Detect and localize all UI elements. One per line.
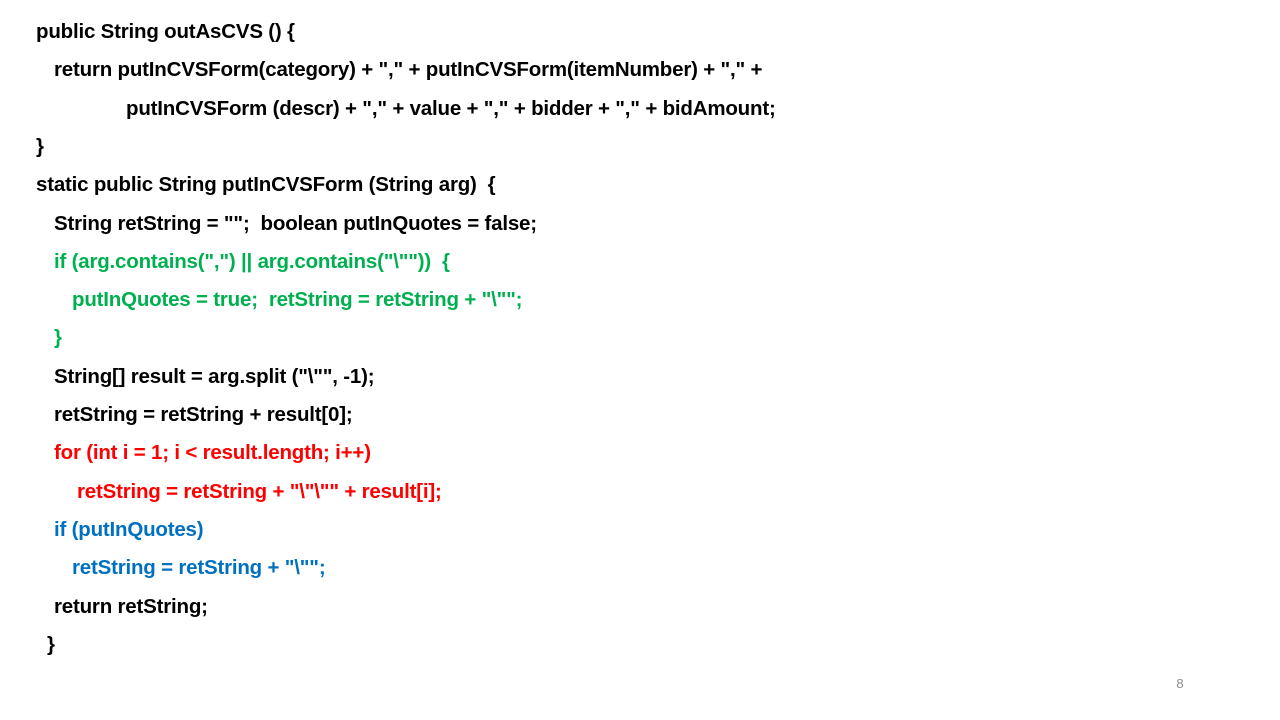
code-line: String[] result = arg.split ("\"", -1); xyxy=(54,364,375,388)
code-line: retString = retString + result[0]; xyxy=(54,403,353,426)
code-line: retString = retString + "\"\"" + result[… xyxy=(77,479,442,503)
code-line: if (putInQuotes) xyxy=(54,517,204,541)
code-line: for (int i = 1; i < result.length; i++) xyxy=(54,441,371,465)
code-line: public String outAsCVS () { xyxy=(36,20,295,43)
code-line: } xyxy=(47,632,55,656)
code-line: String retString = ""; boolean putInQuot… xyxy=(54,211,537,235)
code-line: } xyxy=(54,326,62,350)
code-line: } xyxy=(36,134,44,158)
page-number: 8 xyxy=(1176,676,1184,691)
code-line: return retString; xyxy=(54,594,208,618)
code-line: putInCVSForm (descr) + "," + value + ","… xyxy=(126,96,776,120)
code-line: static public String putInCVSForm (Strin… xyxy=(36,173,496,197)
code-line: return putInCVSForm(category) + "," + pu… xyxy=(54,58,763,82)
code-line: retString = retString + "\""; xyxy=(72,556,326,580)
code-line: if (arg.contains(",") || arg.contains("\… xyxy=(54,249,450,273)
code-line: putInQuotes = true; retString = retStrin… xyxy=(72,288,523,312)
